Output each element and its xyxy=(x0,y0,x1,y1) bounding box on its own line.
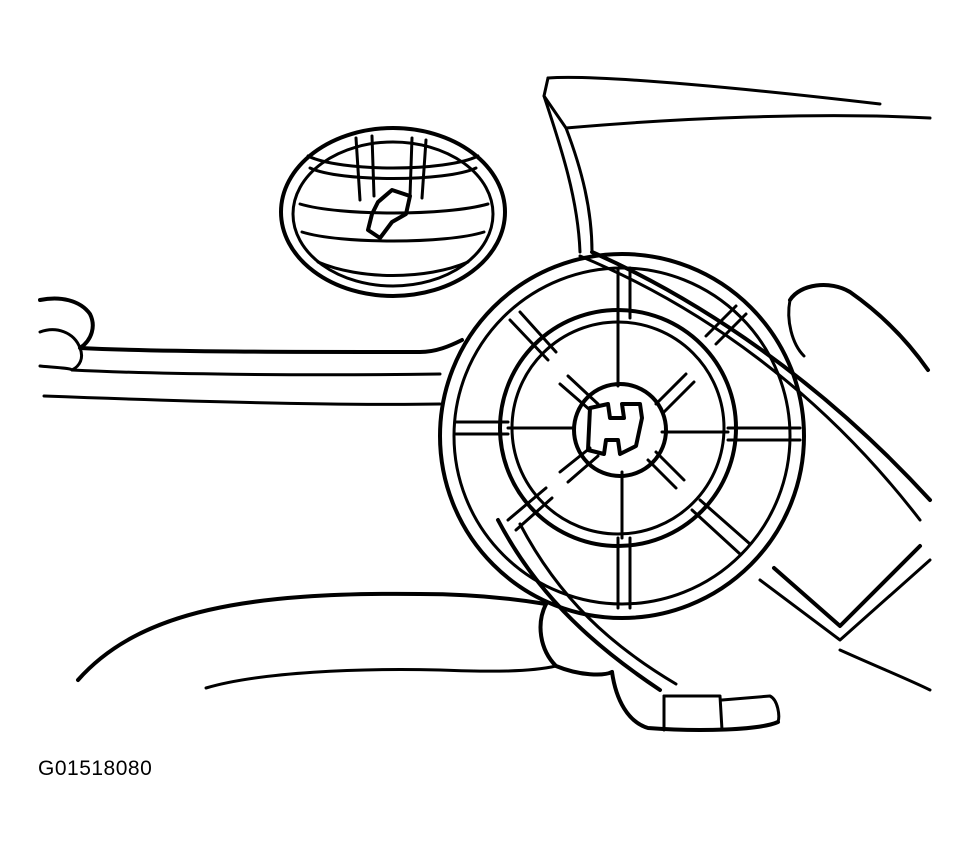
figure-id-label: G01518080 xyxy=(38,757,153,780)
retaining-strap xyxy=(496,250,932,692)
removed-fan-wheel xyxy=(279,126,507,298)
lower-housing xyxy=(76,591,558,690)
main-blower-wheel xyxy=(438,252,806,620)
hand xyxy=(538,283,932,732)
housing-panel xyxy=(542,75,932,254)
left-bracket xyxy=(38,296,464,406)
